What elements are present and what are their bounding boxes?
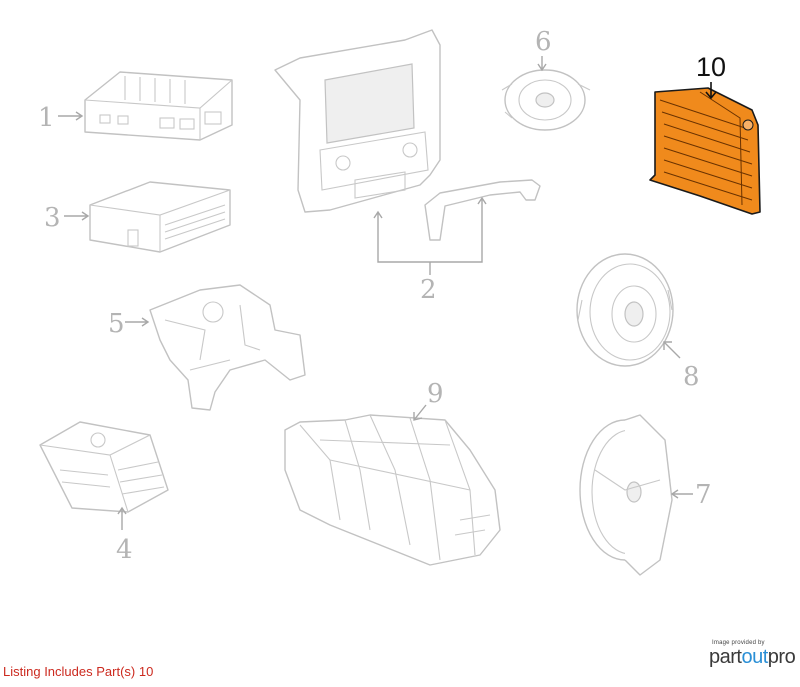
part-7-drawing	[579, 414, 673, 576]
part-2-drawing	[274, 29, 541, 275]
svg-text:7: 7	[695, 480, 712, 510]
callout-9: 9	[413, 379, 444, 421]
svg-text:3: 3	[44, 203, 61, 233]
part-3-drawing	[89, 181, 231, 253]
partoutpro-logo: partoutpro	[709, 646, 796, 669]
part-8-drawing	[576, 253, 674, 367]
callout-7: 7	[670, 480, 712, 510]
part-1-drawing	[84, 71, 233, 141]
brand-part2: pro	[767, 646, 796, 668]
svg-text:2: 2	[420, 275, 437, 305]
part-4-drawing	[39, 421, 169, 513]
callout-8: 8	[663, 341, 700, 392]
callout-5: 5	[108, 309, 150, 339]
brand-accent: out	[741, 646, 768, 668]
svg-text:6: 6	[535, 27, 552, 57]
svg-text:9: 9	[427, 379, 444, 409]
callout-6: 6	[535, 27, 552, 72]
callout-1: 1	[38, 103, 84, 133]
callout-4: 4	[116, 506, 133, 565]
image-credit-label: Image provided by	[712, 640, 765, 646]
part-6-drawing	[501, 69, 591, 131]
svg-text:8: 8	[683, 362, 700, 392]
callout-3: 3	[44, 203, 90, 233]
part-9-drawing	[284, 414, 501, 566]
svg-text:10: 10	[696, 52, 726, 82]
svg-text:4: 4	[116, 535, 133, 565]
part-5-drawing	[149, 284, 306, 411]
part-10-drawing	[649, 87, 761, 215]
svg-text:1: 1	[38, 103, 55, 133]
callout-2: 2	[420, 275, 437, 305]
brand-part1: part	[709, 646, 742, 668]
svg-text:5: 5	[108, 309, 125, 339]
callout-10: 10	[696, 52, 726, 100]
listing-includes-text: Listing Includes Part(s) 10	[3, 664, 154, 679]
